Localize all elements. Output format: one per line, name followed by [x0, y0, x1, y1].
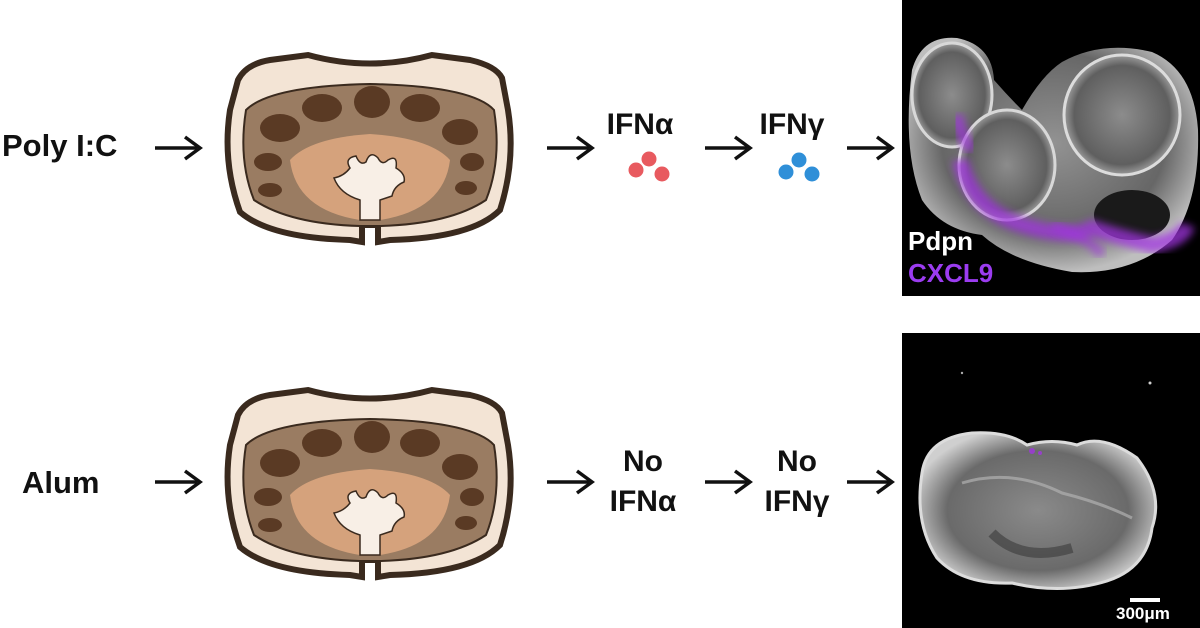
- lymph-node-stain-image: [908, 37, 1199, 273]
- lymph-node-stain-image: [918, 371, 1160, 602]
- right-arrow-icon: [705, 135, 753, 161]
- micrograph-alum: 300μm: [902, 333, 1200, 628]
- right-arrow-icon: [155, 135, 203, 161]
- cytokine-label-ifna: IFNα: [606, 108, 674, 141]
- right-arrow-icon: [547, 135, 595, 161]
- right-arrow-icon: [847, 135, 895, 161]
- scale-bar-label: 300μm: [1116, 604, 1170, 623]
- lymph-node-icon: [224, 386, 514, 581]
- cytokine-dots-icon: [778, 152, 820, 182]
- cytokine-label-no-ifng: No IFNγ: [764, 445, 830, 518]
- lymph-node-icon: [224, 51, 514, 246]
- treatment-label-poly-ic: Poly I:C: [2, 128, 118, 163]
- scale-bar: [1130, 598, 1160, 602]
- right-arrow-icon: [847, 469, 895, 495]
- right-arrow-icon: [705, 469, 753, 495]
- right-arrow-icon: [155, 469, 203, 495]
- legend-cxcl9: CXCL9: [908, 258, 994, 288]
- right-arrow-icon: [547, 469, 595, 495]
- cytokine-label-no-ifna: No IFNα: [609, 445, 677, 518]
- cytokine-label-ifng: IFNγ: [759, 108, 825, 141]
- treatment-label-alum: Alum: [22, 465, 100, 500]
- micrograph-poly-ic: Pdpn CXCL9: [902, 0, 1200, 296]
- legend-pdpn: Pdpn: [908, 226, 973, 256]
- cytokine-dots-icon: [628, 151, 670, 182]
